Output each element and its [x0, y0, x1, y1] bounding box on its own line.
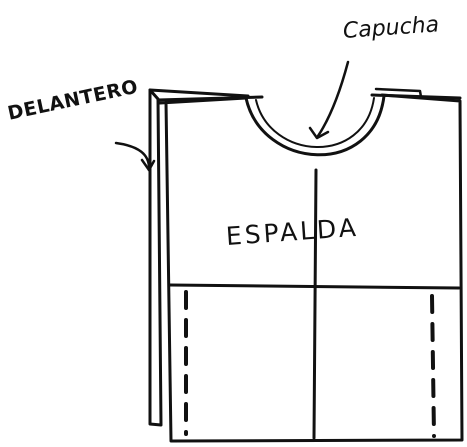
front-arrow-shaft	[116, 143, 149, 170]
hood-arrow-shaft	[318, 62, 348, 136]
front-panel-outline	[150, 90, 161, 425]
right-dashed-seam	[432, 296, 434, 436]
front-panel-top-edge	[150, 90, 248, 96]
waist-fold-line	[170, 285, 459, 288]
center-seam	[314, 170, 316, 438]
